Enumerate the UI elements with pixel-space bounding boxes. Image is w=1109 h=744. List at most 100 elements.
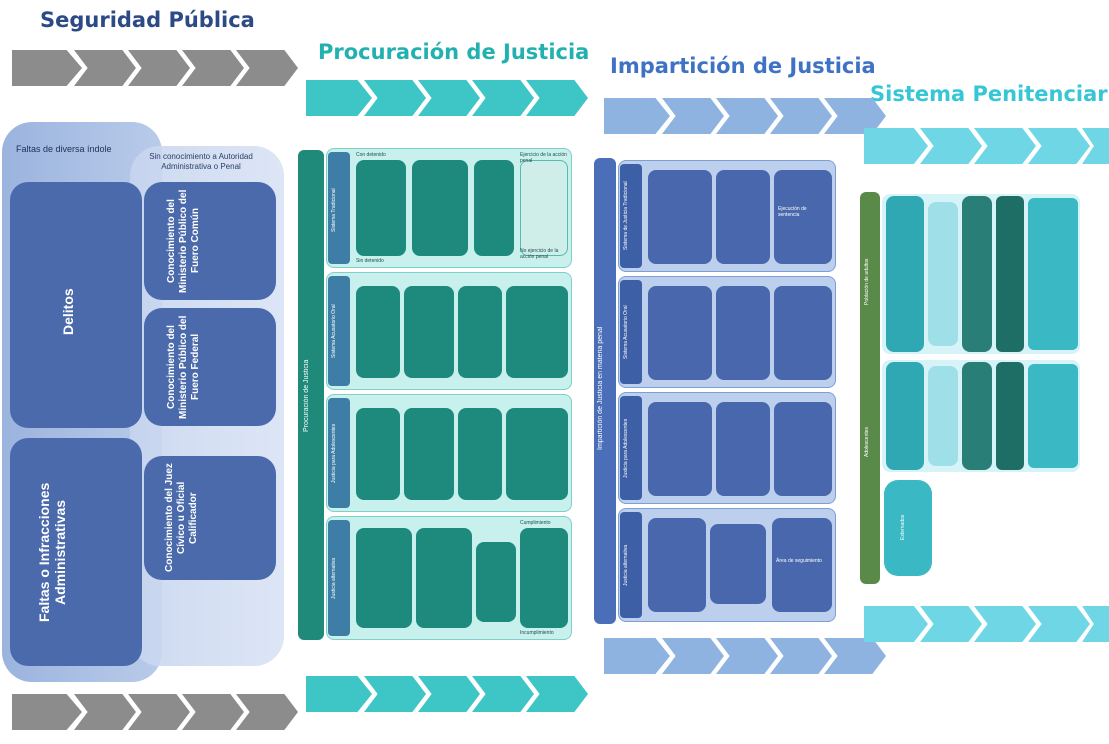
chevron-icon <box>1028 606 1090 642</box>
penitenciario-label-adultos: Población de adultos <box>864 258 870 306</box>
imparticion-vertical-bar <box>594 158 616 624</box>
penitenciario-panel: Población de adultos Adolescentes Extern… <box>858 192 1082 586</box>
chevron-row-seguridad-top <box>12 50 298 86</box>
title-seguridad-publica: Seguridad Pública <box>40 8 255 32</box>
procuracion-block <box>474 160 514 256</box>
procuracion-block <box>520 160 568 256</box>
chevron-icon <box>864 128 928 164</box>
procuracion-block <box>412 160 468 256</box>
chevron-row-imparticion-bottom <box>604 638 886 674</box>
imparticion-block <box>716 402 770 496</box>
fuero-federal-box <box>144 308 276 426</box>
procuracion-row-3-label: Justicia para Adolescentes <box>331 423 337 483</box>
procuracion-vertical-bar <box>298 150 324 640</box>
penitenciario-block <box>996 196 1024 352</box>
imparticion-row-1-label: Sistema de Justicia Tradicional <box>623 181 629 251</box>
chevron-icon <box>306 80 372 116</box>
penitenciario-block <box>928 366 958 466</box>
chevron-icon <box>364 676 426 712</box>
seguridad-publica-panel: Faltas de diversa índole Sin conocimient… <box>2 122 288 684</box>
chevron-icon <box>824 638 886 674</box>
chevron-icon <box>418 80 480 116</box>
penitenciario-block <box>996 362 1024 470</box>
imparticion-block <box>648 402 712 496</box>
imparticion-vertical-label: Impartición de Justicia en materia penal <box>597 326 604 450</box>
chevron-icon <box>770 638 832 674</box>
chevron-icon <box>128 694 190 730</box>
procuracion-row-1-label: Sistema Tradicional <box>331 188 337 232</box>
procuracion-panel: Procuración de Justicia Sistema Tradicio… <box>298 146 574 644</box>
title-procuracion-justicia: Procuración de Justicia <box>318 40 590 64</box>
procuracion-block <box>520 528 568 628</box>
chevron-icon <box>306 676 372 712</box>
fuero-federal-label: Conocimiento del Ministerio Público del … <box>166 315 201 419</box>
imparticion-row-3-label: Justicia para Adolescentes <box>623 418 629 478</box>
imparticion-block <box>710 524 766 604</box>
imparticion-block <box>648 170 712 264</box>
procuracion-block <box>404 286 454 378</box>
chevron-icon <box>604 98 670 134</box>
chevron-icon <box>12 694 82 730</box>
juez-civico-box <box>144 456 276 580</box>
chevron-icon <box>128 50 190 86</box>
procuracion-vertical-label: Procuración de Justicia <box>303 359 310 433</box>
chevron-icon <box>604 638 670 674</box>
imparticion-row-2-header <box>620 280 642 384</box>
chevron-icon <box>74 50 136 86</box>
chevron-row-procuracion-top <box>306 80 588 116</box>
penitenciario-label-adolescentes: Adolescentes <box>864 426 870 458</box>
chevron-icon <box>526 676 588 712</box>
chevron-icon <box>662 98 724 134</box>
seguimiento-label: Área de seguimiento <box>776 558 822 564</box>
penitenciario-block <box>962 196 992 352</box>
chevron-icon <box>716 638 778 674</box>
procuracion-row-4-header <box>328 520 350 636</box>
penitenciario-externados-cylinder <box>884 480 932 576</box>
procuracion-row-4-label: Justicia alternativa <box>331 557 337 599</box>
imparticion-row-4-header <box>620 512 642 618</box>
sin-conocimiento-label: Sin conocimiento a Autoridad Administrat… <box>149 152 253 171</box>
chevron-icon <box>526 80 588 116</box>
procuracion-block <box>458 286 502 378</box>
procuracion-block <box>506 286 568 378</box>
chevron-icon <box>974 606 1036 642</box>
penitenciario-block <box>928 202 958 346</box>
chevron-icon <box>364 80 426 116</box>
chevron-icon <box>12 50 82 86</box>
imparticion-row-1-header <box>620 164 642 268</box>
juez-civico-label: Conocimiento del Juez Cívico u Oficial C… <box>164 463 199 573</box>
chevron-icon <box>182 50 244 86</box>
imparticion-row-4-label: Justicia alternativa <box>623 544 629 586</box>
imparticion-block <box>716 286 770 380</box>
delitos-label: Delitos <box>60 288 76 336</box>
procuracion-block <box>476 542 516 622</box>
chevron-icon <box>472 676 534 712</box>
chevron-row-procuracion-bottom <box>306 676 588 712</box>
procuracion-block <box>356 528 412 628</box>
chevron-icon <box>716 98 778 134</box>
chevron-icon <box>974 128 1036 164</box>
procuracion-block <box>356 408 400 500</box>
penitenciario-block <box>1028 364 1078 468</box>
procuracion-block <box>404 408 454 500</box>
penitenciario-block <box>1028 198 1078 350</box>
faltas-infracciones-label: Faltas o Infracciones Administrativas <box>36 482 68 622</box>
cumplimiento-label: Cumplimiento <box>520 520 551 526</box>
imparticion-block <box>772 518 832 612</box>
chevron-row-penitenciario-bottom <box>864 606 1109 642</box>
procuracion-row-2-header <box>328 276 350 386</box>
imparticion-block <box>774 402 832 496</box>
imparticion-block <box>774 170 832 264</box>
procuracion-block <box>416 528 472 628</box>
title-imparticion-justicia: Impartición de Justicia <box>610 54 876 78</box>
imparticion-block <box>648 518 706 612</box>
sentencia-label: Ejecución de sentencia <box>778 206 807 218</box>
incumplimiento-label: Incumplimiento <box>520 630 554 636</box>
penitenciario-block <box>962 362 992 470</box>
chevron-icon <box>920 606 982 642</box>
chevron-icon <box>920 128 982 164</box>
chevron-icon <box>236 50 298 86</box>
chevron-icon <box>1028 128 1090 164</box>
chevron-row-seguridad-bottom <box>12 694 298 730</box>
chevron-icon <box>236 694 298 730</box>
